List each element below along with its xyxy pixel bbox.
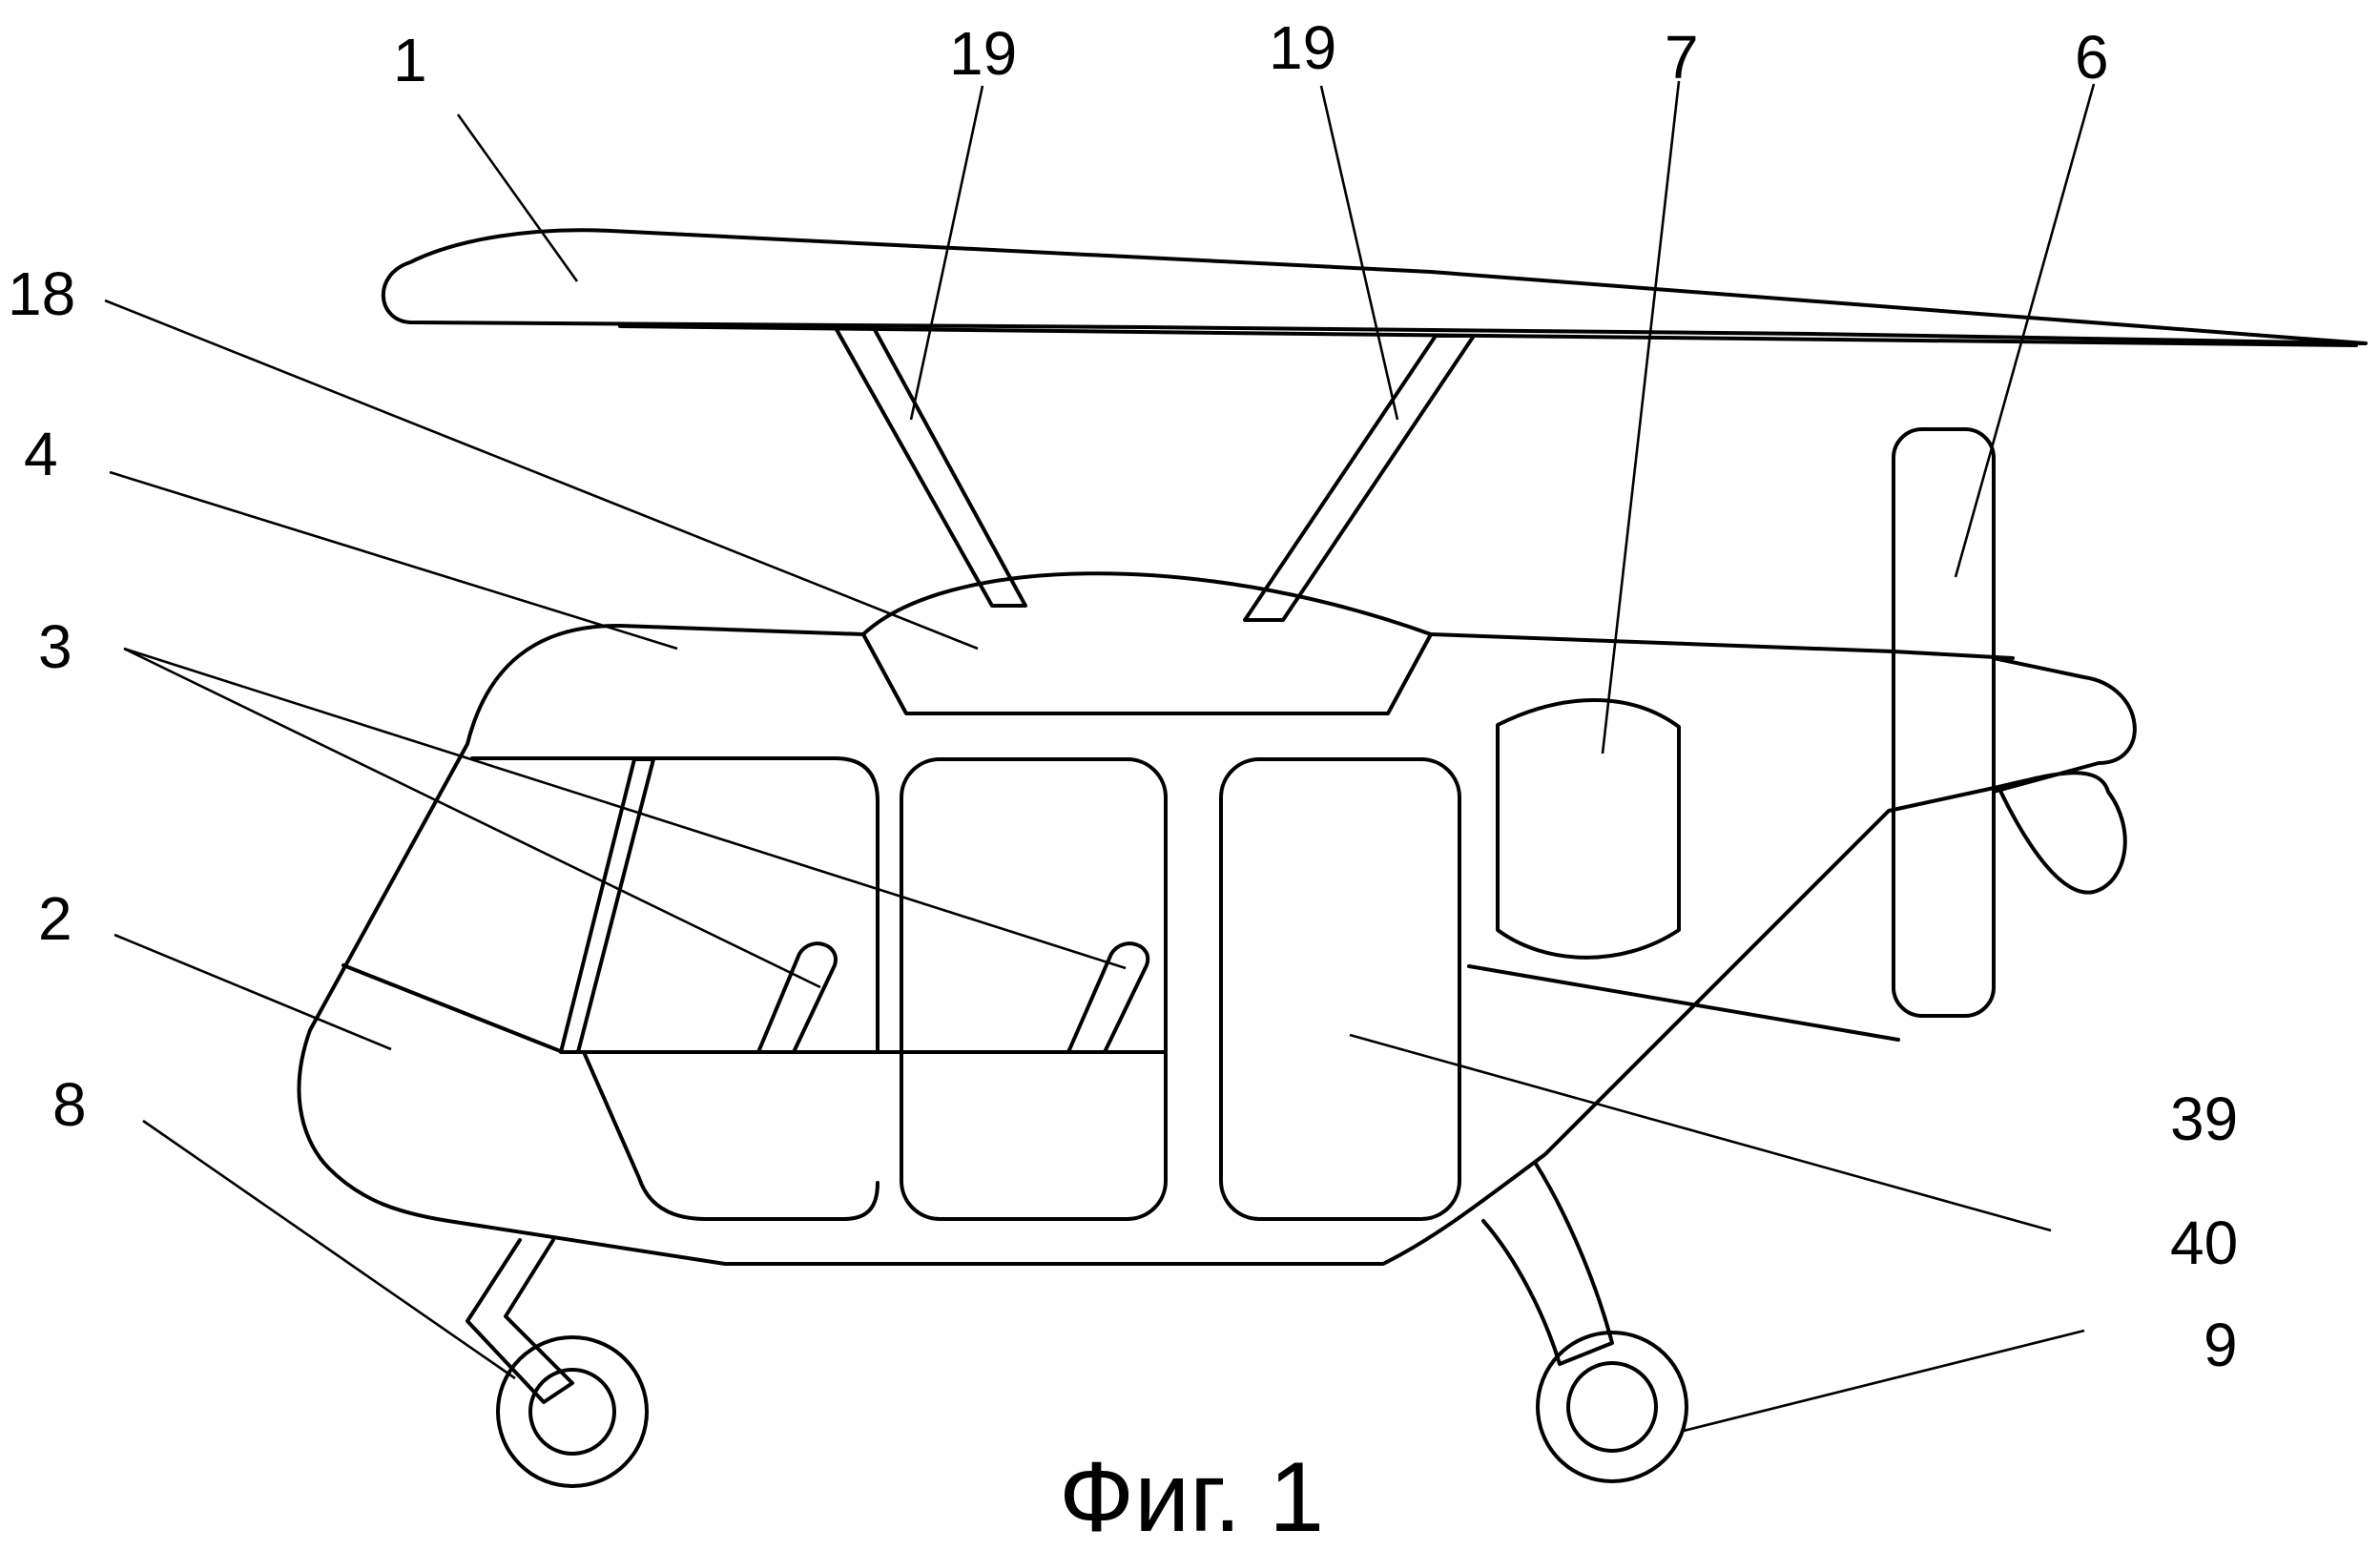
tail-rotor: [1894, 429, 1994, 1016]
rear-landing-gear: [1483, 1164, 1687, 1481]
label-9: 9: [2204, 1311, 2238, 1379]
label-6: 6: [2075, 23, 2109, 92]
middle-window: [901, 759, 1166, 1219]
fuselage: [300, 626, 2125, 1264]
fuel-tank: [1498, 700, 1679, 958]
reference-labels: 1 19 19 7 6 18 4 3 2 8 39 40 9: [8, 13, 2238, 1379]
label-18: 18: [8, 259, 75, 328]
door: [1221, 759, 1459, 1219]
cockpit-window: [472, 758, 1164, 1219]
label-4: 4: [24, 420, 58, 488]
rotor-blade: [383, 230, 2366, 345]
leader-lines: [105, 81, 2094, 1431]
label-19-right: 19: [1269, 13, 1336, 82]
label-1: 1: [393, 26, 427, 94]
label-19-left: 19: [949, 19, 1017, 88]
engine-fairing: [863, 573, 1431, 713]
label-7: 7: [1665, 23, 1699, 92]
label-40: 40: [2170, 1209, 2238, 1277]
tail-cone: [1994, 658, 2135, 792]
label-39: 39: [2170, 1085, 2238, 1153]
label-2: 2: [38, 884, 72, 953]
sponson-line: [1469, 966, 1898, 1040]
label-3: 3: [38, 612, 72, 681]
seat-posts: [758, 943, 1148, 1052]
figure-caption: Фиг. 1: [1059, 1442, 1324, 1550]
nose-seam: [343, 965, 563, 1052]
label-8: 8: [52, 1070, 87, 1139]
